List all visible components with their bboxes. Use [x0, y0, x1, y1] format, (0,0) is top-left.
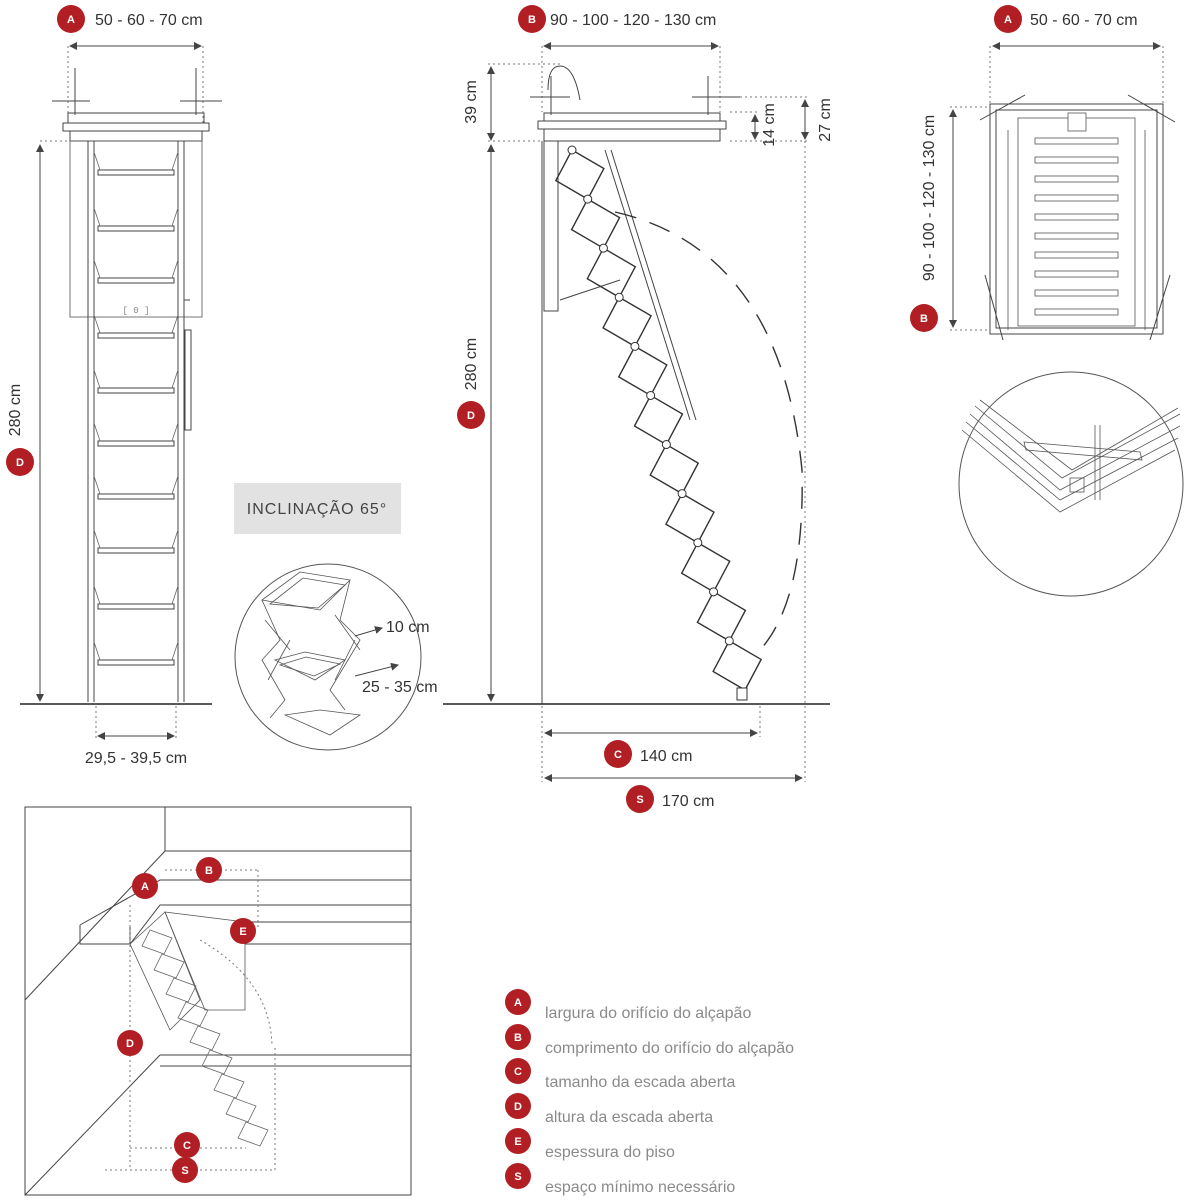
top-view: A 50 - 60 - 70 cm 90 - 100 - 120 - 130 c… — [910, 5, 1176, 341]
room-badge-c: C — [174, 1132, 200, 1158]
svg-text:comprimento do orifício do alç: comprimento do orifício do alçapão — [545, 1040, 794, 1057]
svg-text:tamanho da escada aberta: tamanho da escada aberta — [545, 1074, 735, 1091]
legend: A largura do orifício do alçapão B compr… — [505, 989, 794, 1196]
top-label: 39 cm — [463, 80, 480, 124]
legend-item: A largura do orifício do alçapão — [505, 989, 751, 1022]
open-label: 140 cm — [640, 748, 692, 765]
svg-text:A: A — [141, 881, 149, 893]
step-detail: 10 cm 25 - 35 cm — [234, 563, 438, 751]
svg-text:[ 0 ]: [ 0 ] — [122, 306, 149, 316]
svg-text:S: S — [514, 1171, 521, 1183]
open-badge: C — [604, 740, 632, 768]
svg-text:E: E — [514, 1136, 521, 1148]
height-label: 280 cm — [7, 384, 24, 436]
width-badge: A — [57, 5, 85, 33]
svg-text:largura do orifício do alçapão: largura do orifício do alçapão — [545, 1005, 751, 1022]
space-badge: S — [626, 785, 654, 813]
room-diagram: A B E D C S — [24, 806, 412, 1196]
svg-text:espaço mínimo necessário: espaço mínimo necessário — [545, 1179, 735, 1196]
svg-text:A: A — [67, 14, 75, 26]
side-height-label: 280 cm — [463, 338, 480, 390]
legend-item: S espaço mínimo necessário — [505, 1163, 735, 1196]
svg-text:C: C — [614, 749, 622, 761]
corner-detail — [958, 371, 1184, 597]
room-badge-d: D — [117, 1030, 143, 1056]
front-view: A 50 - 60 - 70 cm [ 0 ] — [6, 5, 222, 767]
svg-text:altura da escada aberta: altura da escada aberta — [545, 1109, 713, 1126]
step-width-label: 29,5 - 39,5 cm — [85, 750, 187, 767]
top-width-badge: A — [994, 5, 1022, 33]
svg-text:D: D — [16, 457, 24, 469]
svg-text:B: B — [528, 14, 536, 26]
room-badge-s: S — [172, 1157, 198, 1183]
legend-item: B comprimento do orifício do alçapão — [505, 1024, 794, 1057]
svg-text:D: D — [467, 410, 475, 422]
room-badge-b: B — [196, 857, 222, 883]
legend-item: D altura da escada aberta — [505, 1093, 713, 1126]
svg-text:C: C — [514, 1066, 522, 1078]
total-top-label: 27 cm — [817, 98, 834, 142]
hatch-frame: [ 0 ] — [52, 68, 222, 318]
top-width-label: 50 - 60 - 70 cm — [1030, 12, 1138, 29]
svg-text:A: A — [514, 997, 522, 1009]
width-label: 50 - 60 - 70 cm — [95, 12, 203, 29]
rise-label: 25 - 35 cm — [362, 679, 438, 696]
svg-text:D: D — [126, 1038, 134, 1050]
side-height-badge: D — [457, 401, 485, 429]
svg-text:B: B — [205, 865, 213, 877]
room-badge-a: A — [132, 873, 158, 899]
svg-text:B: B — [514, 1032, 522, 1044]
height-badge: D — [6, 448, 34, 476]
inclination-box: INCLINAÇÃO 65° — [234, 483, 401, 534]
svg-text:C: C — [183, 1140, 191, 1152]
legend-item: E espessura do piso — [505, 1128, 675, 1161]
top-length-badge: B — [910, 304, 938, 332]
space-label: 170 cm — [662, 793, 714, 810]
svg-text:B: B — [920, 313, 928, 325]
length-label: 90 - 100 - 120 - 130 cm — [550, 12, 716, 29]
svg-text:INCLINAÇÃO 65°: INCLINAÇÃO 65° — [247, 498, 387, 518]
top-length-label: 90 - 100 - 120 - 130 cm — [921, 115, 938, 281]
svg-text:D: D — [514, 1101, 522, 1113]
frame-label: 14 cm — [761, 103, 778, 147]
front-ladder — [87, 141, 192, 702]
length-badge: B — [518, 5, 546, 33]
svg-text:espessura do piso: espessura do piso — [545, 1144, 675, 1161]
svg-text:A: A — [1004, 14, 1012, 26]
side-view: B 90 - 100 - 120 - 130 cm 39 cm 14 cm 27… — [443, 5, 834, 813]
svg-text:E: E — [239, 926, 246, 938]
svg-text:S: S — [181, 1165, 188, 1177]
svg-text:S: S — [636, 794, 643, 806]
room-badge-e: E — [230, 918, 256, 944]
legend-item: C tamanho da escada aberta — [505, 1058, 735, 1091]
step-depth-label: 10 cm — [386, 619, 430, 636]
